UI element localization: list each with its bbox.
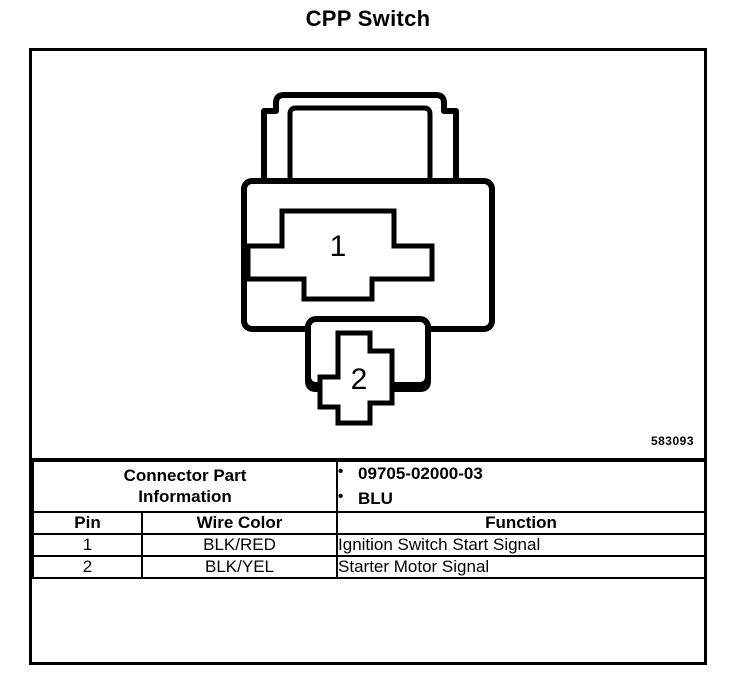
connector-diagram-panel: 1 2 583093 — [32, 51, 704, 460]
connector-part-info-line2: Information — [138, 486, 232, 506]
connector-part-info-line1: Connector Part — [123, 465, 247, 485]
pin-2-cavity — [317, 330, 395, 426]
header-function: Function — [336, 511, 707, 536]
pin-2-number: 2 — [351, 363, 368, 396]
diagram-sheet-frame: 1 2 583093 Connector Part Information 09… — [29, 48, 707, 665]
connector-part-list: 09705-02000-03 BLU — [336, 459, 707, 514]
page-title: CPP Switch — [305, 6, 431, 31]
figure-reference-number: 583093 — [650, 434, 694, 448]
latch-tab-inner — [287, 105, 433, 186]
table-row: 1 BLK/RED Ignition Switch Start Signal — [32, 533, 707, 558]
row-function: Ignition Switch Start Signal — [336, 533, 707, 558]
connector-part-info-row: Connector Part Information 09705-02000-0… — [31, 459, 707, 514]
connector-part-info-label: Connector Part Information — [31, 459, 339, 514]
connector-part-number: 09705-02000-03 — [338, 461, 704, 487]
header-pin: Pin — [32, 511, 143, 536]
row-pin: 2 — [32, 555, 143, 580]
header-wire-color: Wire Color — [140, 511, 339, 536]
row-function: Starter Motor Signal — [336, 555, 707, 580]
table-header-row: Pin Wire Color Function — [32, 511, 707, 536]
row-wire-color: BLK/YEL — [140, 555, 339, 580]
row-pin: 1 — [32, 533, 143, 558]
connector-part-color: BLU — [338, 486, 704, 512]
table-row: 2 BLK/YEL Starter Motor Signal — [32, 555, 707, 580]
pin-1-cavity — [245, 208, 435, 302]
pin-1-number: 1 — [330, 230, 347, 263]
connector-face-diagram: 1 2 — [241, 92, 495, 426]
row-wire-color: BLK/RED — [140, 533, 339, 558]
connector-information-table: Connector Part Information 09705-02000-0… — [31, 459, 707, 580]
